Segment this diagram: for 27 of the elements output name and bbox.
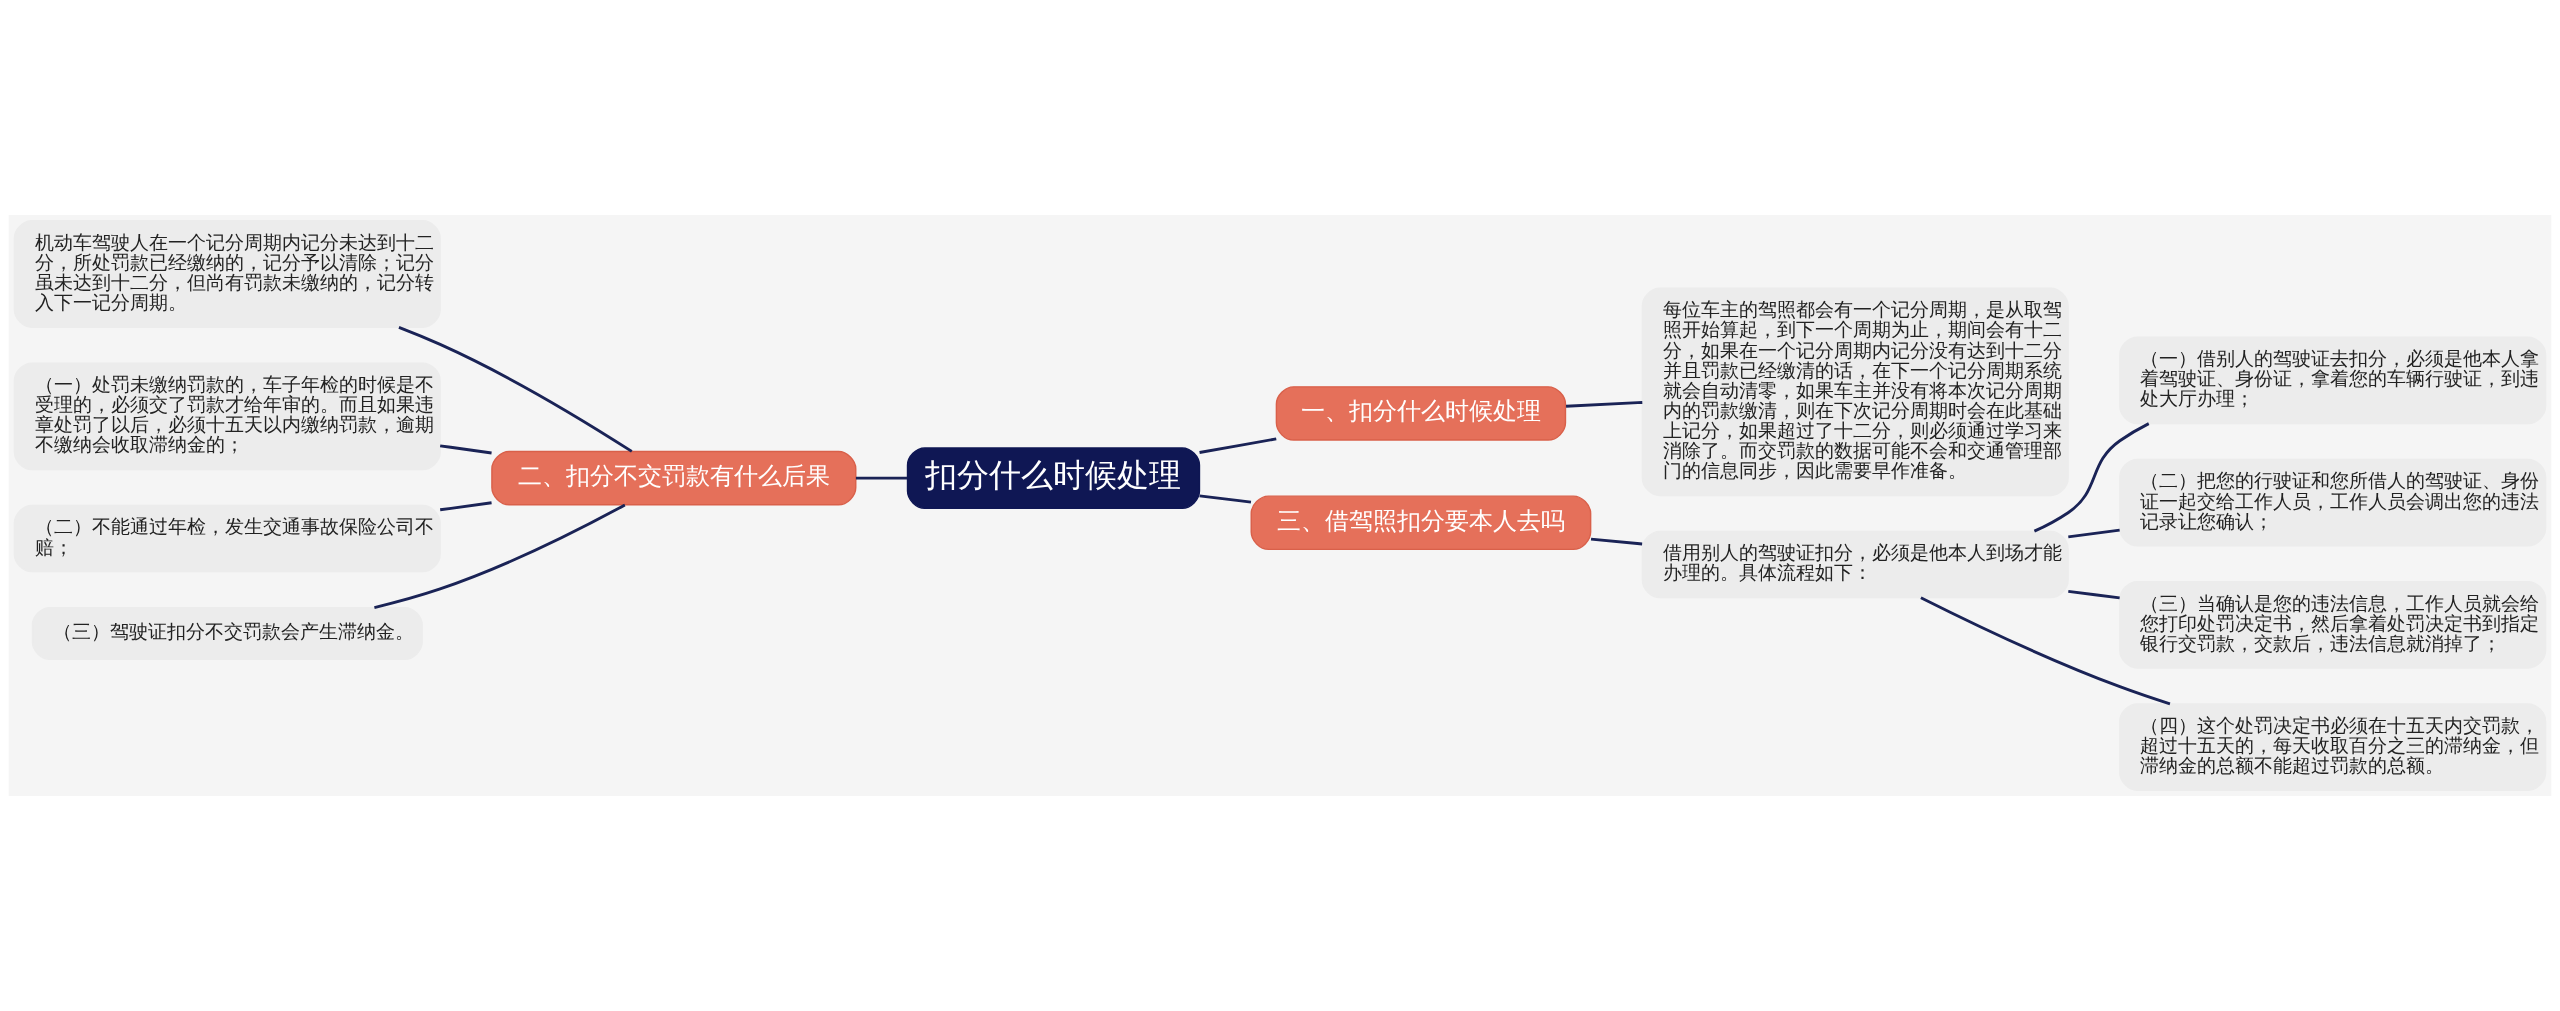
connector [374,503,626,609]
node-box: 三、借驾照扣分要本人去吗 [1250,495,1592,551]
node-box: （三）当确认是您的违法信息，工作人员就会给您打印处罚决定书，然后拿着处罚决定书到指定银行交罚款，交款后，违法信息就消掉了； [2119,581,2547,669]
node-box: 二、扣分不交罚款有什么后果 [491,450,857,506]
node-box: 机动车驾驶人在一个记分周期内记分未达到十二分，所处罚款已经缴纳的，记分予以清除；记分虽未达到十二分，但尚有罚款未缴纳的，记分转入下一记分周期。 [13,220,441,328]
node-box: （二）把您的行驶证和您所借人的驾驶证、身份证一起交给工作人员，工作人员会调出您的违法记录让您确认； [2119,458,2547,547]
connector [1920,596,2171,706]
connector [1199,494,1252,504]
connector [2068,528,2120,539]
connector [1565,401,1643,408]
node-box: （三）驾驶证扣分不交罚款会产生滞纳金。 [31,606,423,661]
connector [439,444,492,455]
node-box: （一）处罚未缴纳罚款的，车子年检的时候是不受理的，必须交了罚款才给年审的。而且如果违章处罚了以后，必须十五天以内缴纳罚款，逾期不缴纳会收取滞纳金的； [13,362,441,471]
node-box: （一）借别人的驾驶证去扣分，必须是他本人拿着驾驶证、身份证，拿着您的车辆行驶证，到违处大厅办理； [2119,336,2547,425]
node-box: 每位车主的驾照都会有一个记分周期，是从取驾照开始算起，到下一个周期为止，期间会有十二分，如果在一个记分周期内记分没有达到十二分并且罚款已经缴清的话，在下一个记分周期系统就会自动清零，如果车主并没有将本次记分周期内的罚款缴清，则在下次记分周期时会在此基础上记分，如果超过了十二分，则必须通过学习来消除了。而交罚款的数据可能不会和交通管理部门的信息同步，因此需要早作准备。 [1641,287,2069,497]
connector [2033,422,2150,533]
node-box: （二）不能通过年检，发生交通事故保险公司不赔； [13,504,441,573]
connector [855,476,908,480]
connector [2068,589,2120,600]
node-box: 借用别人的驾驶证扣分，必须是他本人到场才能办理的。具体流程如下： [1641,530,2069,599]
node-box: 一、扣分什么时候处理 [1275,386,1567,441]
node-box: （四）这个处罚决定书必须在十五天内交罚款，超过十五天的，每天收取百分之三的滞纳金，但滞纳金的总额不能超过罚款的总额。 [2119,703,2547,791]
connector [1590,537,1643,546]
connector [398,326,633,453]
node-box: 扣分什么时候处理 [906,447,1201,510]
connector [439,501,492,512]
connector [1199,437,1277,454]
